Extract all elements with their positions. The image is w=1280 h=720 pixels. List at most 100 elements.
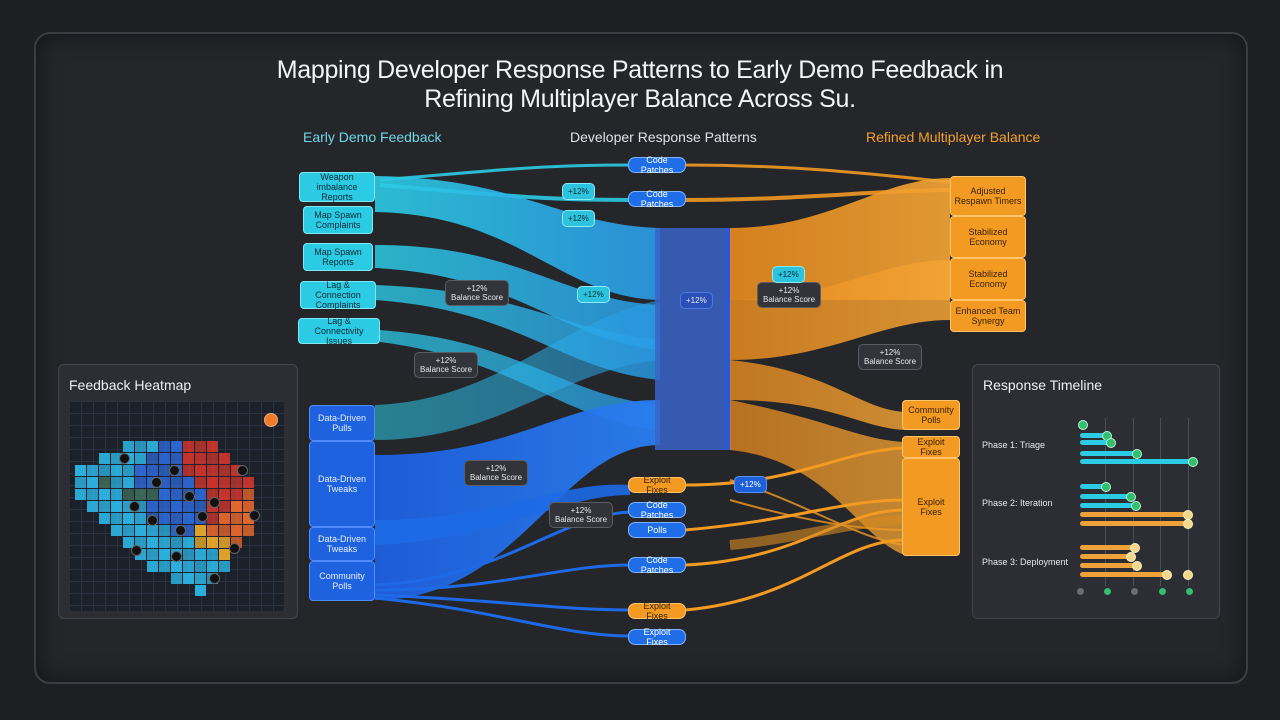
heatmap-cell	[207, 441, 218, 452]
player-marker-icon	[249, 510, 260, 521]
heatmap-cell	[147, 501, 158, 512]
response-timeline-panel: Response Timeline Phase 1: Triage Phase …	[972, 364, 1220, 619]
heatmap-cell	[195, 465, 206, 476]
feedback-node-map-spawn-reports[interactable]: Map Spawn Reports	[303, 243, 373, 271]
column-header-balance: Refined Multiplayer Balance	[866, 129, 1041, 145]
timeline-bar	[1080, 433, 1106, 438]
heatmap-cell	[111, 453, 122, 464]
heatmap-cell	[159, 537, 170, 548]
heatmap-cell	[147, 453, 158, 464]
flow-band	[375, 484, 630, 545]
axis-marker	[1077, 588, 1084, 595]
score-badge: +12%	[562, 210, 595, 227]
heatmap-cell	[99, 477, 110, 488]
heatmap-cell	[219, 561, 230, 572]
balance-node-exploit-fixes-2[interactable]: Exploit Fixes	[902, 458, 960, 556]
feedback-node-lag-issues[interactable]: Lag & Connectivity Issues	[298, 316, 380, 346]
heatmap-cell	[183, 525, 194, 536]
heatmap-cell	[159, 441, 170, 452]
heatmap-cell	[231, 477, 242, 488]
timeline-bar	[1080, 512, 1188, 517]
developer-node-code-patches-2[interactable]: Code Patches	[628, 189, 686, 209]
heatmap-cell	[159, 513, 170, 524]
flow-band	[375, 300, 660, 440]
heatmap-cell	[99, 453, 110, 464]
heatmap-cell	[207, 537, 218, 548]
heatmap-cell	[183, 501, 194, 512]
feedback-node-data-driven-tweaks-1[interactable]: Data-Driven Tweaks	[309, 441, 375, 527]
developer-node-exploit-fixes-1[interactable]: Exploit Fixes	[628, 475, 686, 495]
heatmap-cell	[195, 561, 206, 572]
flow-link	[729, 499, 906, 531]
balance-node-community-polls[interactable]: Community Polls	[902, 400, 960, 430]
check-icon	[1132, 449, 1142, 459]
heatmap-cell	[195, 525, 206, 536]
heatmap-cell	[195, 489, 206, 500]
heatmap-cell	[183, 453, 194, 464]
heatmap-cell	[195, 537, 206, 548]
heatmap-cell	[147, 537, 158, 548]
heatmap-cell	[219, 489, 230, 500]
heatmap-cell	[183, 513, 194, 524]
heatmap-cell	[99, 513, 110, 524]
balance-node-team-synergy[interactable]: Enhanced Team Synergy	[950, 300, 1026, 332]
page-title: Mapping Developer Response Patterns to E…	[0, 56, 1280, 114]
balance-score-value: +12%	[778, 286, 800, 295]
balance-score-label: Balance Score	[420, 365, 473, 374]
heatmap-cell	[135, 453, 146, 464]
flow-link	[374, 593, 631, 612]
check-icon	[1162, 570, 1172, 580]
developer-node-exploit-fixes-2[interactable]: Exploit Fixes	[628, 601, 686, 621]
developer-node-polls[interactable]: Polls	[628, 522, 686, 538]
check-icon	[1126, 492, 1136, 502]
player-marker-icon	[209, 573, 220, 584]
heatmap-cell	[135, 489, 146, 500]
axis-marker	[1186, 588, 1193, 595]
heatmap-cell	[207, 513, 218, 524]
timeline-gridline	[1105, 418, 1106, 586]
heatmap-cell	[219, 525, 230, 536]
player-marker-icon	[197, 511, 208, 522]
flow-link	[684, 446, 906, 487]
feedback-node-data-driven-tweaks-2[interactable]: Data-Driven Tweaks	[309, 527, 375, 561]
feedback-node-weapon-imbalance[interactable]: Weapon imbalance Reports	[299, 172, 375, 202]
balance-score-label: Balance Score	[470, 473, 523, 482]
heatmap-cell	[231, 465, 242, 476]
balance-node-respawn-timers[interactable]: Adjusted Respawn Timers	[950, 176, 1026, 216]
heatmap-cell	[207, 477, 218, 488]
heatmap-cell	[219, 453, 230, 464]
heatmap-cell	[195, 501, 206, 512]
player-marker-icon	[119, 453, 130, 464]
developer-node-code-patches-4[interactable]: Code Patches	[628, 555, 686, 575]
heatmap-cell	[231, 537, 242, 548]
heatmap-cell	[147, 465, 158, 476]
developer-node-code-patches-1[interactable]: Code Patches	[628, 155, 686, 175]
flow-link	[374, 563, 631, 592]
developer-stack-edge	[725, 228, 731, 450]
feedback-node-community-polls[interactable]: Community Polls	[309, 561, 375, 601]
column-header-feedback: Early Demo Feedback	[303, 129, 442, 145]
timeline-bar	[1080, 503, 1136, 508]
balance-node-stabilized-economy-2[interactable]: Stabilized Economy	[950, 258, 1026, 300]
check-icon	[1188, 457, 1198, 467]
check-icon	[1132, 561, 1142, 571]
balance-score-value: +12%	[466, 284, 488, 293]
heatmap-cell	[219, 537, 230, 548]
balance-node-exploit-fixes-1[interactable]: Exploit Fixes	[902, 436, 960, 458]
heatmap-cell	[75, 465, 86, 476]
heatmap-cell	[195, 549, 206, 560]
flow-link	[684, 538, 906, 612]
developer-node-exploit-fixes-3[interactable]: Exploit Fixes	[628, 627, 686, 647]
feedback-node-lag-complaints[interactable]: Lag & Connection Complaints	[300, 280, 376, 310]
feedback-node-map-spawn-complaints[interactable]: Map Spawn Complaints	[303, 206, 373, 234]
heatmap-cell	[171, 513, 182, 524]
developer-node-code-patches-3[interactable]: Code Patches	[628, 500, 686, 520]
heatmap-cell	[159, 561, 170, 572]
heatmap-cell	[183, 477, 194, 488]
heatmap-cell	[159, 489, 170, 500]
balance-score-value: +12%	[435, 356, 457, 365]
check-icon	[1183, 570, 1193, 580]
feedback-node-data-driven-pulls[interactable]: Data-Driven Pulls	[309, 405, 375, 441]
balance-node-stabilized-economy-1[interactable]: Stabilized Economy	[950, 216, 1026, 258]
lock-icon	[264, 413, 278, 427]
